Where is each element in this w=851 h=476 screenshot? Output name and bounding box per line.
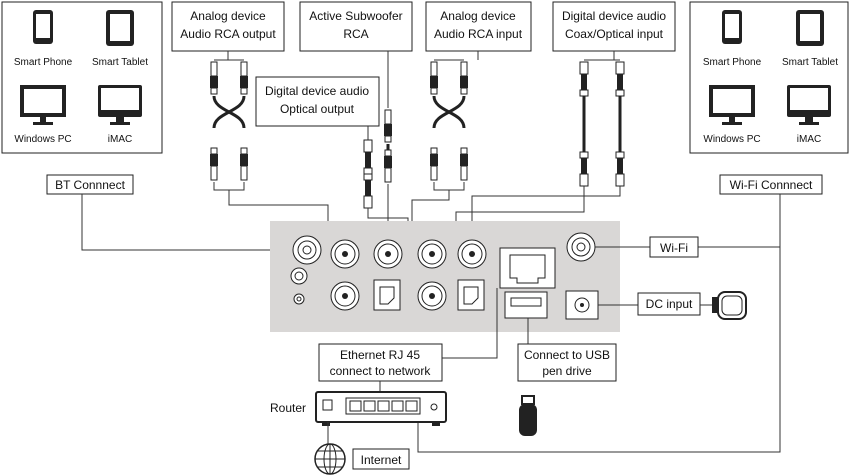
right-tablet-label: Smart Tablet (782, 57, 838, 68)
globe-icon (314, 443, 346, 475)
analog-input-box: Analog device Audio RCA input (425, 1, 532, 52)
right-pc-label: Windows PC (703, 134, 760, 145)
smartphone-icon (722, 10, 742, 44)
left-device-group: Smart Phone Smart Tablet Windows PC iMAC (1, 1, 163, 154)
bt-line (81, 194, 309, 251)
indicator-led (293, 293, 305, 305)
digital-input-line1: Digital device audio (562, 9, 666, 23)
dc-input-port (565, 290, 599, 320)
bt-connect-label: BT Connnect (55, 178, 125, 192)
right-smartphone-label: Smart Phone (703, 57, 762, 68)
analog-output-box: Analog device Audio RCA output (171, 1, 285, 52)
wifi-connect-box: Wi-Fi Connnect (719, 174, 823, 195)
wifi-antenna-port (566, 232, 596, 262)
rca-in-right-port (417, 281, 447, 311)
analog-input-line2: Audio RCA input (434, 27, 523, 41)
main-unit-panel (270, 221, 620, 332)
rca-in-left-port (417, 239, 447, 269)
imac-icon (787, 85, 831, 125)
left-imac-label: iMAC (108, 134, 132, 145)
power-adapter-icon (712, 291, 747, 320)
left-tablet-label: Smart Tablet (92, 57, 148, 68)
wifi-label-box: Wi-Fi (649, 236, 699, 258)
router-icon (315, 391, 447, 426)
ethernet-line (442, 288, 498, 359)
ethernet-port (499, 247, 556, 289)
rca-out-right-port (330, 281, 360, 311)
rca-out-left-port (330, 239, 360, 269)
optical-in-port (457, 279, 485, 311)
ethernet-label-line1: Ethernet RJ 45 (340, 348, 420, 362)
analog-input-cable (411, 51, 479, 255)
monitor-icon (20, 85, 66, 125)
router-label: Router (270, 401, 306, 415)
left-smartphone-label: Smart Phone (14, 57, 73, 68)
dc-input-box: DC input (637, 292, 701, 316)
coax-in-port (457, 239, 487, 269)
digital-input-box: Digital device audio Coax/Optical input (552, 1, 676, 52)
digital-output-line2: Optical output (280, 102, 355, 116)
bt-antenna-port (292, 235, 322, 265)
power-button (290, 267, 308, 285)
analog-output-cable (209, 51, 345, 255)
tablet-icon (106, 10, 134, 46)
right-imac-label: iMAC (797, 134, 821, 145)
monitor-icon (709, 85, 755, 125)
digital-output-box: Digital device audio Optical output (255, 76, 380, 127)
subwoofer-box: Active Subwoofer RCA (299, 1, 413, 52)
subwoofer-line1: Active Subwoofer (309, 9, 402, 23)
tablet-icon (796, 10, 824, 46)
left-pc-label: Windows PC (14, 134, 71, 145)
ethernet-label-box: Ethernet RJ 45 connect to network (318, 343, 443, 382)
wifi-connect-label: Wi-Fi Connnect (730, 178, 813, 192)
analog-output-line2: Audio RCA output (180, 27, 276, 41)
wifi-connect-line (417, 194, 781, 453)
usb-drive-icon (519, 395, 537, 436)
imac-icon (98, 85, 142, 125)
analog-output-line1: Analog device (190, 9, 266, 23)
analog-input-line1: Analog device (440, 9, 516, 23)
digital-output-line1: Digital device audio (265, 84, 369, 98)
internet-label: Internet (361, 453, 402, 467)
ethernet-label-line2: connect to network (330, 364, 432, 378)
right-device-group: Smart Phone Smart Tablet Windows PC iMAC (689, 1, 849, 154)
usb-port (504, 291, 548, 319)
wifi-label: Wi-Fi (660, 241, 688, 255)
subwoofer-line2: RCA (343, 27, 368, 41)
internet-label-box: Internet (352, 448, 410, 470)
digital-input-line2: Coax/Optical input (565, 27, 664, 41)
bt-connect-box: BT Connnect (46, 174, 134, 195)
usb-label-line1: Connect to USB (524, 348, 610, 362)
usb-label-line2: pen drive (542, 364, 592, 378)
usb-label-box: Connect to USB pen drive (517, 343, 617, 382)
dc-input-label: DC input (646, 297, 693, 311)
optical-out-port (373, 279, 401, 311)
subwoofer-port (373, 239, 403, 269)
smartphone-icon (33, 10, 53, 44)
